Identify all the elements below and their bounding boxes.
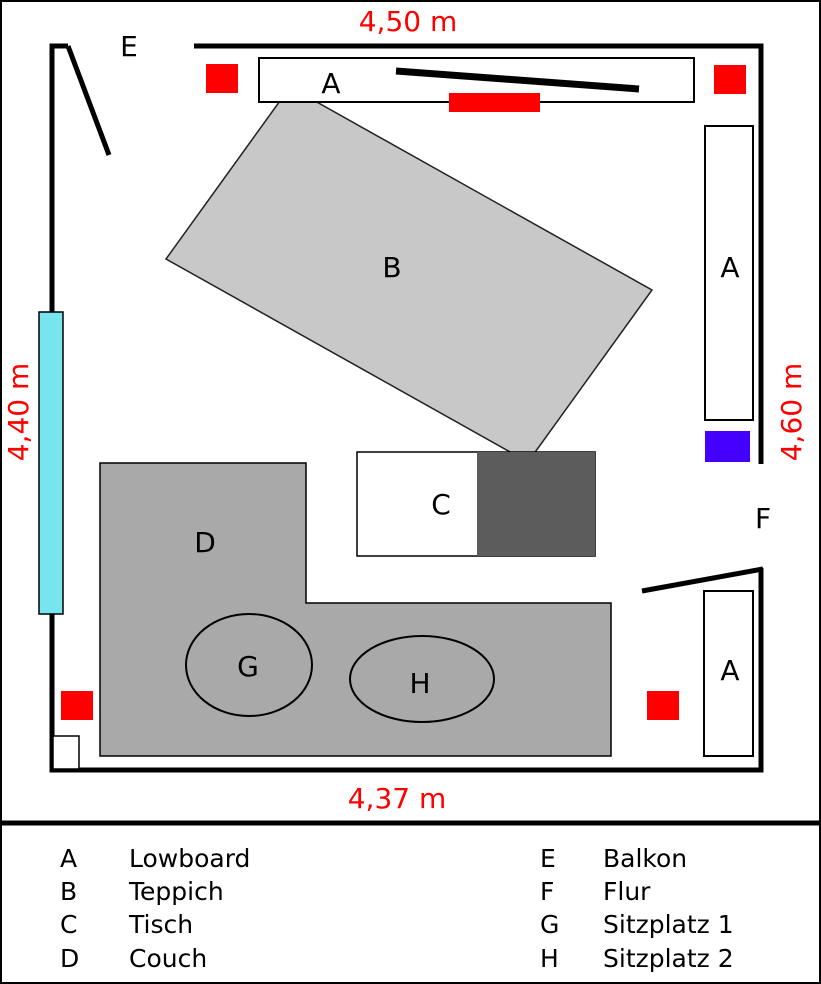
carpet xyxy=(164,86,654,463)
balcony-door xyxy=(65,45,112,156)
legend-key: E xyxy=(540,844,556,873)
label-lowboard-right: A xyxy=(720,251,739,284)
label-seat-1: G xyxy=(237,650,259,683)
speaker-center xyxy=(449,93,540,112)
legend-value: Sitzplatz 2 xyxy=(603,944,734,973)
tv xyxy=(395,67,640,93)
label-lowboard-bottom: A xyxy=(720,654,739,687)
legend-key: D xyxy=(60,944,79,973)
legend-key: B xyxy=(60,877,77,906)
legend-key: H xyxy=(540,944,559,973)
speaker xyxy=(61,691,93,720)
label-carpet: B xyxy=(382,251,401,284)
table-dark-part xyxy=(477,452,595,556)
dimension-right: 4,60 m xyxy=(775,363,808,462)
dimension-bottom: 4,37 m xyxy=(348,782,447,815)
label-hall: F xyxy=(755,502,771,535)
legend: A Lowboard B Teppich C Tisch D Couch E B… xyxy=(60,844,734,973)
hall-door xyxy=(641,566,764,594)
corner-box xyxy=(52,735,80,770)
label-balcony: E xyxy=(120,30,138,63)
speaker xyxy=(206,64,238,93)
blue-box xyxy=(705,431,750,462)
wall-top-right xyxy=(194,43,764,464)
wall-left-bottom xyxy=(49,43,764,773)
legend-value: Balkon xyxy=(603,844,687,873)
legend-value: Lowboard xyxy=(129,844,250,873)
label-table: C xyxy=(431,488,451,521)
dimension-top: 4,50 m xyxy=(359,5,458,38)
seat-1 xyxy=(185,613,313,717)
legend-value: Couch xyxy=(129,944,207,973)
legend-key: F xyxy=(540,877,554,906)
window xyxy=(38,311,64,615)
lowboard-right xyxy=(704,125,754,421)
legend-value: Tisch xyxy=(128,910,193,939)
legend-value: Sitzplatz 1 xyxy=(603,910,734,939)
speaker xyxy=(647,691,679,720)
legend-key: A xyxy=(60,844,77,873)
speaker xyxy=(714,65,746,94)
seat-2 xyxy=(349,635,495,723)
legend-value: Flur xyxy=(603,877,651,906)
lowboard-bottom xyxy=(703,590,754,757)
dimension-left: 4,40 m xyxy=(2,363,35,462)
label-seat-2: H xyxy=(409,667,430,700)
legend-key: C xyxy=(60,910,77,939)
label-lowboard-top: A xyxy=(321,67,340,100)
legend-value: Teppich xyxy=(128,877,224,906)
label-couch: D xyxy=(194,526,216,559)
legend-key: G xyxy=(540,910,559,939)
